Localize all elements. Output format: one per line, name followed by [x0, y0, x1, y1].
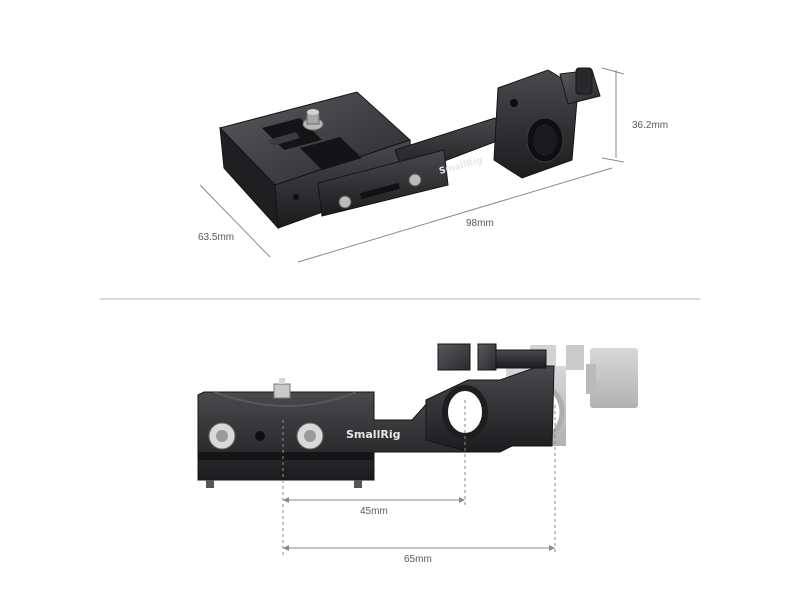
offset-short-label: 45mm [360, 506, 388, 517]
rod-clamp [493, 67, 601, 179]
quick-release-plate [219, 91, 413, 230]
isometric-view: SmallRig 36.2mm 98mm 63.5mm [198, 67, 668, 263]
dimension-lines-top [199, 67, 625, 263]
dimension-lines-side [282, 400, 556, 555]
width-dimension-label: 63.5mm [198, 232, 234, 243]
rod-clamp-side [425, 343, 555, 453]
length-dimension-label: 98mm [466, 218, 494, 229]
dimension-arrows [283, 497, 555, 551]
height-dimension-label: 36.2mm [632, 120, 668, 131]
side-view: SmallRig SmallRig 45mm 65mm [197, 343, 638, 565]
offset-long-label: 65mm [404, 554, 432, 565]
brand-logo-side: SmallRig [346, 428, 400, 441]
